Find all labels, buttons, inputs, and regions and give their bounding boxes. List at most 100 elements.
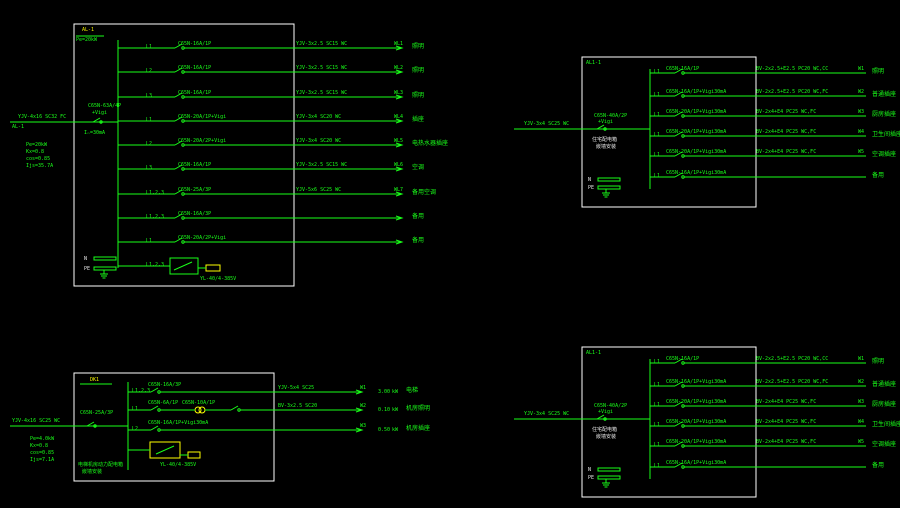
- incoming-tag: AL-1: [12, 124, 25, 130]
- circuit-unit: kW: [392, 427, 399, 433]
- main-breaker-rating: Iₙ=30mA: [84, 130, 106, 136]
- breaker-contact: [681, 404, 685, 408]
- circuit-cable: BV-2x2.5+E2.5 PC20 WC,CC: [756, 356, 829, 362]
- panel2-title: AL1-1: [586, 60, 602, 66]
- circuit-breaker: C65N-16A/1P+Vigi30mA: [666, 89, 727, 95]
- circuit-phase: L1: [654, 442, 661, 448]
- circuit-cable: BV-2x2.5+E2.5 PC20 WC,CC: [756, 66, 829, 72]
- main-breaker: [92, 117, 101, 123]
- circuit-breaker: C65N-16A/1P+Vigi30mA: [148, 420, 209, 426]
- circuit-id: WL3: [394, 90, 404, 96]
- circuit-unit: kW: [392, 389, 399, 395]
- breaker-contact: [181, 192, 185, 196]
- circuit-id: W1: [360, 385, 367, 391]
- circuit-cable: BV-2x4+E4 PC25 WC,FC: [756, 109, 817, 115]
- circuit-phase: L1: [654, 382, 661, 388]
- circuit-desc: 普通插座: [872, 91, 897, 98]
- circuit-phase: L1: [654, 422, 661, 428]
- circuit-phase: L1: [146, 44, 153, 50]
- circuit-power: 3.00: [378, 389, 391, 395]
- breaker-contact: [181, 167, 185, 171]
- panel1-frame: [73, 23, 295, 287]
- circuit-id: WL5: [394, 138, 404, 144]
- circuit-cable: BV-2x4+E4 PC25 WC,FC: [756, 399, 817, 405]
- circuit-cable: YJV-3x2.5 SC15 WC: [296, 90, 348, 96]
- circuit-desc: 空调: [412, 164, 425, 171]
- circuit-breaker: C65N-16A/1P+Vigi30mA: [666, 460, 727, 466]
- main-breaker-label: C65N-25A/3P: [80, 410, 114, 416]
- panel4-note: 嵌墙安装: [82, 469, 103, 475]
- circuit-phase: L1,2,3: [132, 388, 151, 394]
- spec-line: Pe=20kW: [26, 142, 48, 148]
- circuit-breaker-symbol: [230, 405, 239, 411]
- circuit-power: 0.50: [378, 427, 391, 433]
- circuit-cable: YJV-3x2.5 SC15 WC: [296, 65, 348, 71]
- arrow: [395, 94, 404, 100]
- panel3-frame: [581, 346, 757, 498]
- circuit-id: WL4: [394, 114, 404, 120]
- circuit-breaker-symbol: [674, 462, 683, 468]
- circuit-cable: BV-2x4+E4 PC25 WC,FC: [756, 439, 817, 445]
- circuit-breaker: C65N-20A/1P+Vigi30mA: [666, 419, 727, 425]
- circuit-phase: L1: [146, 238, 153, 244]
- spec-line: Kx=0.8: [26, 149, 45, 155]
- breaker-contact: [157, 408, 161, 412]
- circuit-device: C65N-10A/1P: [182, 400, 216, 406]
- circuit-cable: BV-2x4+E4 PC25 WC,FC: [756, 149, 817, 155]
- busbar-terminal: [597, 185, 621, 190]
- circuit-phase: L1: [654, 132, 661, 138]
- busbar-terminal: [93, 266, 117, 271]
- circuit-breaker: C65N-20A/1P+Vigi30mA: [666, 129, 727, 135]
- breaker-contact: [681, 71, 685, 75]
- circuit-desc: 备用: [412, 213, 425, 220]
- circuit-breaker-symbol: [150, 405, 159, 411]
- circuit-desc: 备用: [412, 237, 425, 244]
- circuit-breaker-symbol: [674, 111, 683, 117]
- panel4-frame: [73, 372, 275, 482]
- circuit-breaker-symbol: [674, 151, 683, 157]
- breaker-contact: [681, 444, 685, 448]
- contactor-symbol: [198, 406, 206, 414]
- circuit-desc: 普通插座: [872, 381, 897, 388]
- panel1-sub: Pe=20kW: [76, 37, 98, 43]
- arrow: [395, 166, 404, 172]
- circuit-phase: L2: [146, 141, 153, 147]
- arrow: [395, 215, 404, 221]
- circuit-breaker: C65N-16A/3P: [178, 211, 212, 217]
- arrow: [355, 389, 364, 395]
- main-label: 住宅配电箱: [592, 137, 618, 143]
- arrow: [395, 239, 404, 245]
- breaker-contact: [681, 361, 685, 365]
- circuit-phase: L1: [654, 463, 661, 469]
- circuit-id: W4: [858, 129, 865, 135]
- circuit-desc: 空调插座: [872, 151, 897, 158]
- circuit-breaker-symbol: [674, 401, 683, 407]
- circuit-unit: kW: [392, 407, 399, 413]
- circuit-breaker-symbol: [174, 213, 183, 219]
- circuit-breaker: C65N-16A/3P: [148, 382, 182, 388]
- circuit-breaker-symbol: [174, 67, 183, 73]
- circuit-id: W4: [858, 419, 865, 425]
- breaker-contact: [681, 175, 685, 179]
- circuit-power: 0.10: [378, 407, 391, 413]
- circuit-id: W2: [858, 89, 865, 95]
- spec-line: cos=0.85: [26, 156, 51, 162]
- circuit-breaker: C65N-16A/1P: [178, 162, 212, 168]
- main-breaker-vigi: +Vigi: [92, 110, 108, 116]
- circuit-phase: L1: [654, 112, 661, 118]
- spd-phase: L1,2,3: [146, 262, 165, 268]
- circuit-id: WL6: [394, 162, 404, 168]
- circuit-breaker: C65N-16A/1P: [666, 356, 700, 362]
- circuit-breaker-symbol: [674, 172, 683, 178]
- circuit-desc: 厨房插座: [872, 401, 897, 408]
- arrow: [355, 427, 364, 433]
- circuit-breaker: C65N-16A/1P: [178, 65, 212, 71]
- circuit-breaker: C65N-16A/1P+Vigi30mA: [666, 379, 727, 385]
- circuit-id: W3: [858, 399, 865, 405]
- spd-model: YL-40/4-385V: [200, 276, 237, 282]
- breaker-contact: [181, 46, 185, 50]
- circuit-id: W1: [858, 356, 865, 362]
- pe-label: PE: [84, 266, 91, 272]
- main-label: 住宅配电箱: [592, 427, 618, 433]
- spec-line: cos=0.85: [30, 450, 55, 456]
